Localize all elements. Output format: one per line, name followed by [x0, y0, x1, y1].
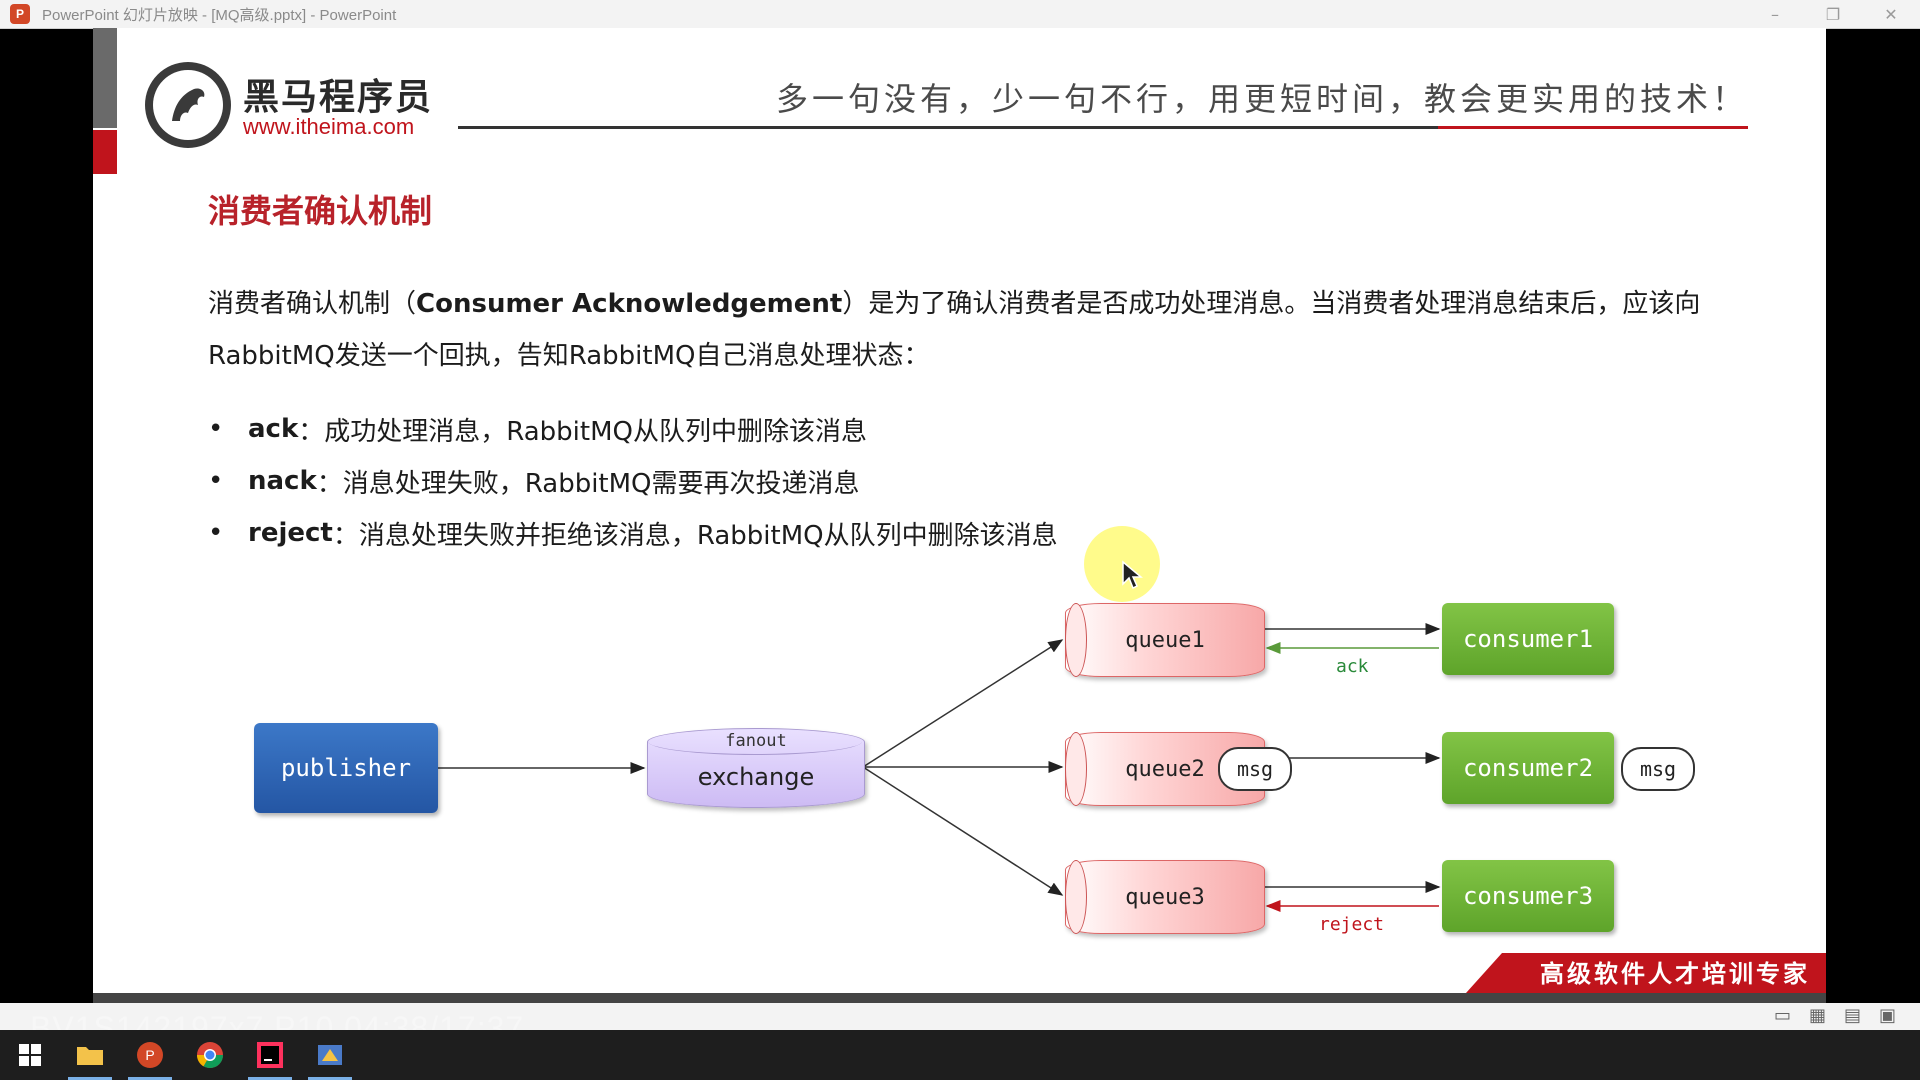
taskbar: P — [0, 1030, 1920, 1080]
intro-text-part1: 消费者确认机制（ — [208, 289, 417, 319]
slogan: 多一句没有，少一句不行，用更短时间，教会更实用的技术！ — [775, 80, 1748, 118]
queue2-node: queue2 — [1065, 732, 1265, 806]
slide-left-bar — [93, 28, 117, 128]
intellij-icon — [257, 1042, 283, 1068]
chrome-icon — [196, 1042, 224, 1069]
bullet-text: ：成功处理消息，RabbitMQ从队列中删除该消息 — [298, 416, 868, 447]
msg-cloud-queue2: msg — [1218, 747, 1292, 791]
bullet-keyword: nack — [248, 466, 317, 496]
intro-paragraph: 消费者确认机制（Consumer Acknowledgement）是为了确认消费… — [208, 278, 1728, 382]
footer-accent — [1466, 953, 1826, 993]
taskbar-chrome[interactable] — [180, 1030, 240, 1080]
minimize-button[interactable]: – — [1771, 4, 1779, 24]
bullet-dot: • — [208, 466, 224, 496]
bullet-item: • reject ：消息处理失败并拒绝该消息，RabbitMQ从队列中删除该消息 — [208, 507, 1058, 559]
bullet-list: • ack ：成功处理消息，RabbitMQ从队列中删除该消息 • nack ：… — [208, 403, 1058, 559]
reading-view-icon[interactable]: ▤ — [1843, 1005, 1861, 1026]
start-button[interactable] — [0, 1030, 60, 1080]
ack-label: ack — [1336, 656, 1369, 677]
exchange-top-ellipse — [648, 728, 862, 755]
queue3-label: queue3 — [1125, 884, 1205, 910]
svg-text:P: P — [145, 1047, 154, 1063]
footer-band — [93, 993, 1826, 1003]
windows-logo-icon — [19, 1044, 41, 1066]
intro-text-part2: ）是为了确认消费者是否成功处理消息。当消费者处理消息结束后，应该向RabbitM… — [208, 289, 1701, 371]
normal-view-icon[interactable]: ▭ — [1773, 1005, 1791, 1026]
slide-canvas[interactable]: 黑马程序员 www.itheima.com 多一句没有，少一句不行，用更短时间，… — [93, 28, 1826, 1003]
taskbar-powerpoint[interactable]: P — [120, 1030, 180, 1080]
bullet-item: • ack ：成功处理消息，RabbitMQ从队列中删除该消息 — [208, 403, 1058, 455]
restore-button[interactable]: ❐ — [1825, 4, 1841, 24]
exchange-label: exchange — [697, 763, 815, 791]
publisher-node: publisher — [254, 723, 438, 813]
intro-term: Consumer Acknowledgement — [416, 289, 843, 319]
taskbar-file-explorer[interactable] — [60, 1030, 120, 1080]
queue3-node: queue3 — [1065, 860, 1265, 934]
bullet-dot: • — [208, 518, 224, 548]
window-title: PowerPoint 幻灯片放映 - [MQ高级.pptx] - PowerPo… — [42, 6, 397, 24]
taskbar-app[interactable] — [300, 1030, 360, 1080]
diagram-arrows — [438, 623, 1441, 912]
consumer3-node: consumer3 — [1442, 860, 1614, 932]
consumer1-node: consumer1 — [1442, 603, 1614, 675]
bullet-text: ：消息处理失败，RabbitMQ需要再次投递消息 — [316, 468, 860, 499]
exchange-node: fanout exchange — [647, 728, 865, 808]
horse-logo-icon — [145, 62, 231, 148]
consumer2-node: consumer2 — [1442, 732, 1614, 804]
cursor-highlight — [1084, 526, 1160, 602]
slide-sorter-icon[interactable]: ▦ — [1808, 1005, 1826, 1026]
slideshow-icon[interactable]: ▣ — [1878, 1005, 1896, 1026]
folder-icon — [77, 1047, 103, 1065]
slideshow-view-controls: ▭ ▦ ▤ ▣ — [1774, 1005, 1896, 1026]
bullet-dot: • — [208, 414, 224, 444]
header-divider — [458, 126, 1748, 129]
brand-name: 黑马程序员 — [243, 77, 434, 118]
slide-title: 消费者确认机制 — [208, 192, 433, 230]
taskbar-intellij[interactable] — [240, 1030, 300, 1080]
slideshow-control-bar — [0, 1003, 1920, 1030]
bullet-item: • nack ：消息处理失败，RabbitMQ需要再次投递消息 — [208, 455, 1058, 507]
exchange-to-queue3-arrow — [862, 766, 1064, 896]
queue2-label: queue2 — [1125, 756, 1205, 782]
header-divider-accent — [1438, 126, 1748, 129]
close-button[interactable]: ✕ — [1884, 4, 1898, 24]
exchange-type-label: fanout — [725, 731, 787, 751]
footer-slogan: 高级软件人才培训专家 — [1540, 959, 1810, 988]
powerpoint-app-icon: P — [137, 1042, 163, 1068]
queue1-label: queue1 — [1125, 627, 1205, 653]
window-titlebar: P PowerPoint 幻灯片放映 - [MQ高级.pptx] - Power… — [0, 0, 1920, 29]
queue1-node: queue1 — [1065, 603, 1265, 677]
mouse-cursor-icon — [1122, 560, 1143, 590]
paint-app-icon — [318, 1045, 342, 1065]
bullet-keyword: ack — [248, 414, 299, 444]
brand-url: www.itheima.com — [243, 114, 415, 139]
msg-cloud-consumer2: msg — [1621, 747, 1695, 791]
bullet-keyword: reject — [248, 518, 333, 548]
bullet-text: ：消息处理失败并拒绝该消息，RabbitMQ从队列中删除该消息 — [332, 520, 1058, 551]
reject-label: reject — [1319, 914, 1385, 935]
exchange-to-queue1-arrow — [862, 639, 1064, 768]
powerpoint-icon: P — [10, 4, 30, 24]
slide-left-accent — [93, 130, 117, 174]
